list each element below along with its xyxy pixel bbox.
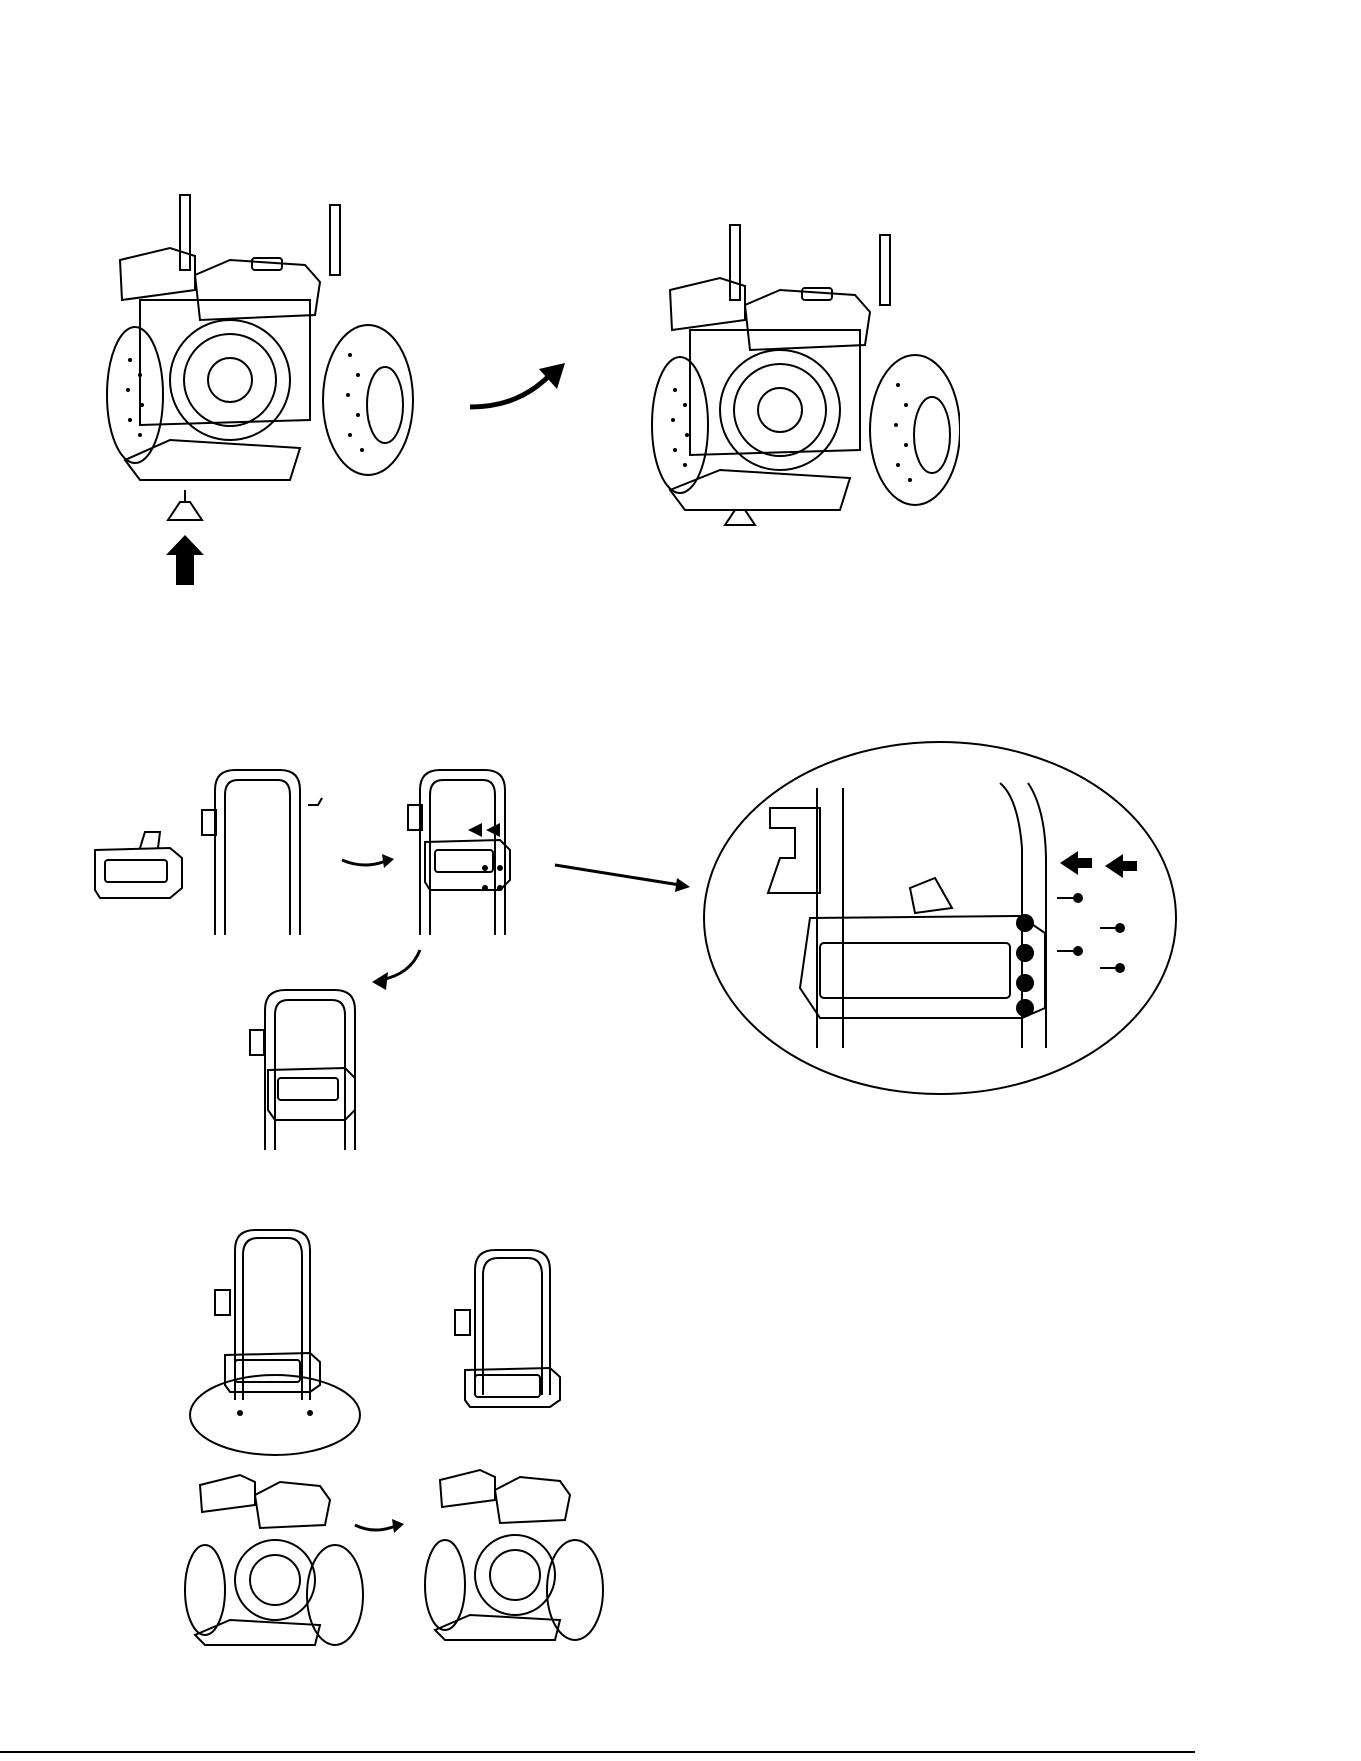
up-arrow-icon: [166, 535, 204, 585]
step-1-before-figure: [100, 190, 430, 600]
step-2-detail-figure: [700, 738, 1180, 1098]
left-arrow-icon: [1060, 851, 1092, 875]
step-3-figure: [180, 1220, 680, 1660]
step-2-panel-figure: [90, 750, 690, 1160]
curved-arrow-icon: [465, 355, 580, 415]
step-1-after-figure: [630, 220, 960, 560]
bottom-rule: [0, 1751, 1195, 1753]
